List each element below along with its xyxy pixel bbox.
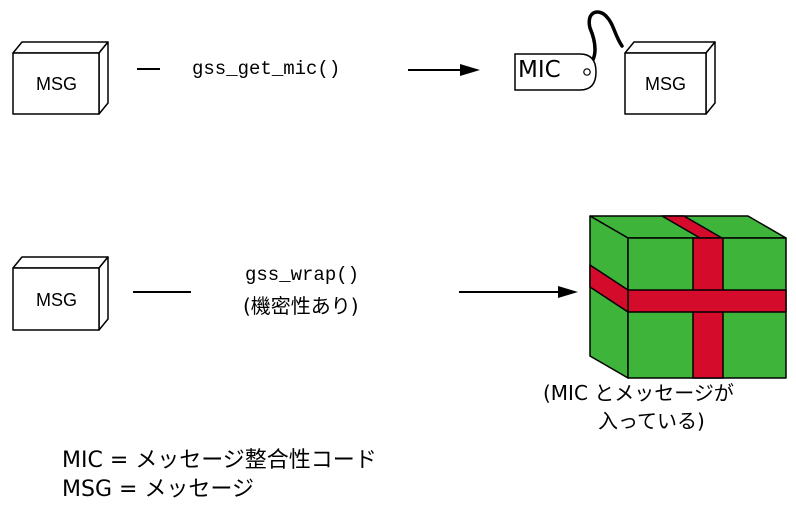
msg-box-source-wrap <box>12 256 109 331</box>
mic-tag-label: MIC <box>518 57 561 83</box>
msg-box-result-mic <box>624 41 716 115</box>
tag-hole <box>583 68 591 76</box>
gss-wrap-label: gss_wrap() <box>245 264 360 286</box>
row1-arrow <box>408 64 480 76</box>
msg-box-source-mic-label: MSG <box>36 74 78 94</box>
legend-msg: MSG = メッセージ <box>62 477 254 502</box>
msg-box-source-mic <box>12 41 109 115</box>
confidentiality-note: (機密性あり) <box>243 294 359 318</box>
legend-mic: MIC = メッセージ整合性コード <box>62 448 377 473</box>
package-caption-line1: (MIC とメッセージが <box>543 381 734 405</box>
gss-get-mic-label: gss_get_mic() <box>192 58 341 80</box>
ribbon-front-horizontal <box>627 289 787 313</box>
row2-arrow <box>459 286 578 298</box>
msg-box-result-mic-label: MSG <box>645 74 687 94</box>
wrapped-package <box>589 215 787 379</box>
ribbon-side <box>589 264 629 313</box>
tag-cord <box>586 10 624 68</box>
package-caption-line2: 入っている) <box>598 409 705 433</box>
msg-box-source-wrap-label: MSG <box>36 290 78 310</box>
mic-tag <box>514 53 597 91</box>
